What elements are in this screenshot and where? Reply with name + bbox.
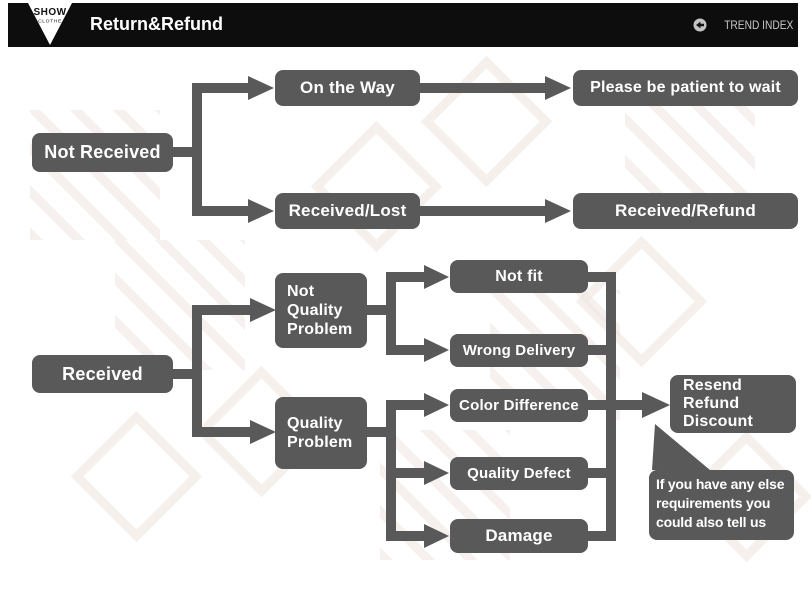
node-line: Quality — [287, 302, 343, 319]
node-color-difference: Color Difference — [450, 389, 588, 422]
watermark-shape — [30, 110, 160, 240]
watermark-shape — [310, 120, 443, 253]
note-line: requirements you — [656, 495, 771, 511]
node-not-quality-problem: Not Quality Problem — [275, 273, 367, 348]
trend-index-badge: TREND INDEX — [693, 17, 793, 33]
node-received-refund: Received/Refund — [573, 193, 798, 229]
trend-index-label: TREND INDEX — [723, 18, 793, 32]
back-arrow-circle-icon — [693, 18, 707, 32]
header-bar: SHOW CLOTHE Return&Refund TREND INDEX — [8, 3, 798, 47]
logo-text-bottom: CLOTHE — [38, 18, 62, 24]
node-line: Resend — [683, 377, 742, 394]
logo-text-top: SHOW — [33, 7, 67, 18]
node-wrong-delivery: Wrong Delivery — [450, 334, 588, 367]
node-on-the-way: On the Way — [275, 70, 420, 106]
watermark-shape — [115, 240, 245, 370]
node-resend-refund-discount: Resend Refund Discount — [670, 375, 796, 433]
watermark-shape — [420, 55, 553, 188]
node-quality-problem: Quality Problem — [275, 397, 367, 469]
node-line: Quality — [287, 415, 343, 432]
watermark-shape — [70, 410, 203, 543]
note-line: If you have any else — [656, 476, 785, 492]
node-line: Problem — [287, 434, 353, 451]
node-damage: Damage — [450, 519, 588, 553]
node-received-lost: Received/Lost — [275, 193, 420, 229]
node-not-received: Not Received — [32, 133, 173, 172]
show-clothe-logo: SHOW CLOTHE — [28, 3, 72, 46]
node-please-be-patient: Please be patient to wait — [573, 70, 798, 106]
node-line: Not — [287, 283, 315, 300]
node-line: Problem — [287, 321, 353, 338]
node-received: Received — [32, 355, 173, 393]
node-quality-defect: Quality Defect — [450, 457, 588, 490]
node-line: Discount — [683, 413, 754, 430]
node-line: Refund — [683, 395, 740, 412]
logo-triangle-icon — [28, 3, 72, 45]
note-speech-bubble: If you have any else requirements you co… — [649, 470, 794, 540]
note-line: could also tell us — [656, 514, 766, 530]
node-not-fit: Not fit — [450, 260, 588, 293]
page-title: Return&Refund — [90, 14, 223, 34]
